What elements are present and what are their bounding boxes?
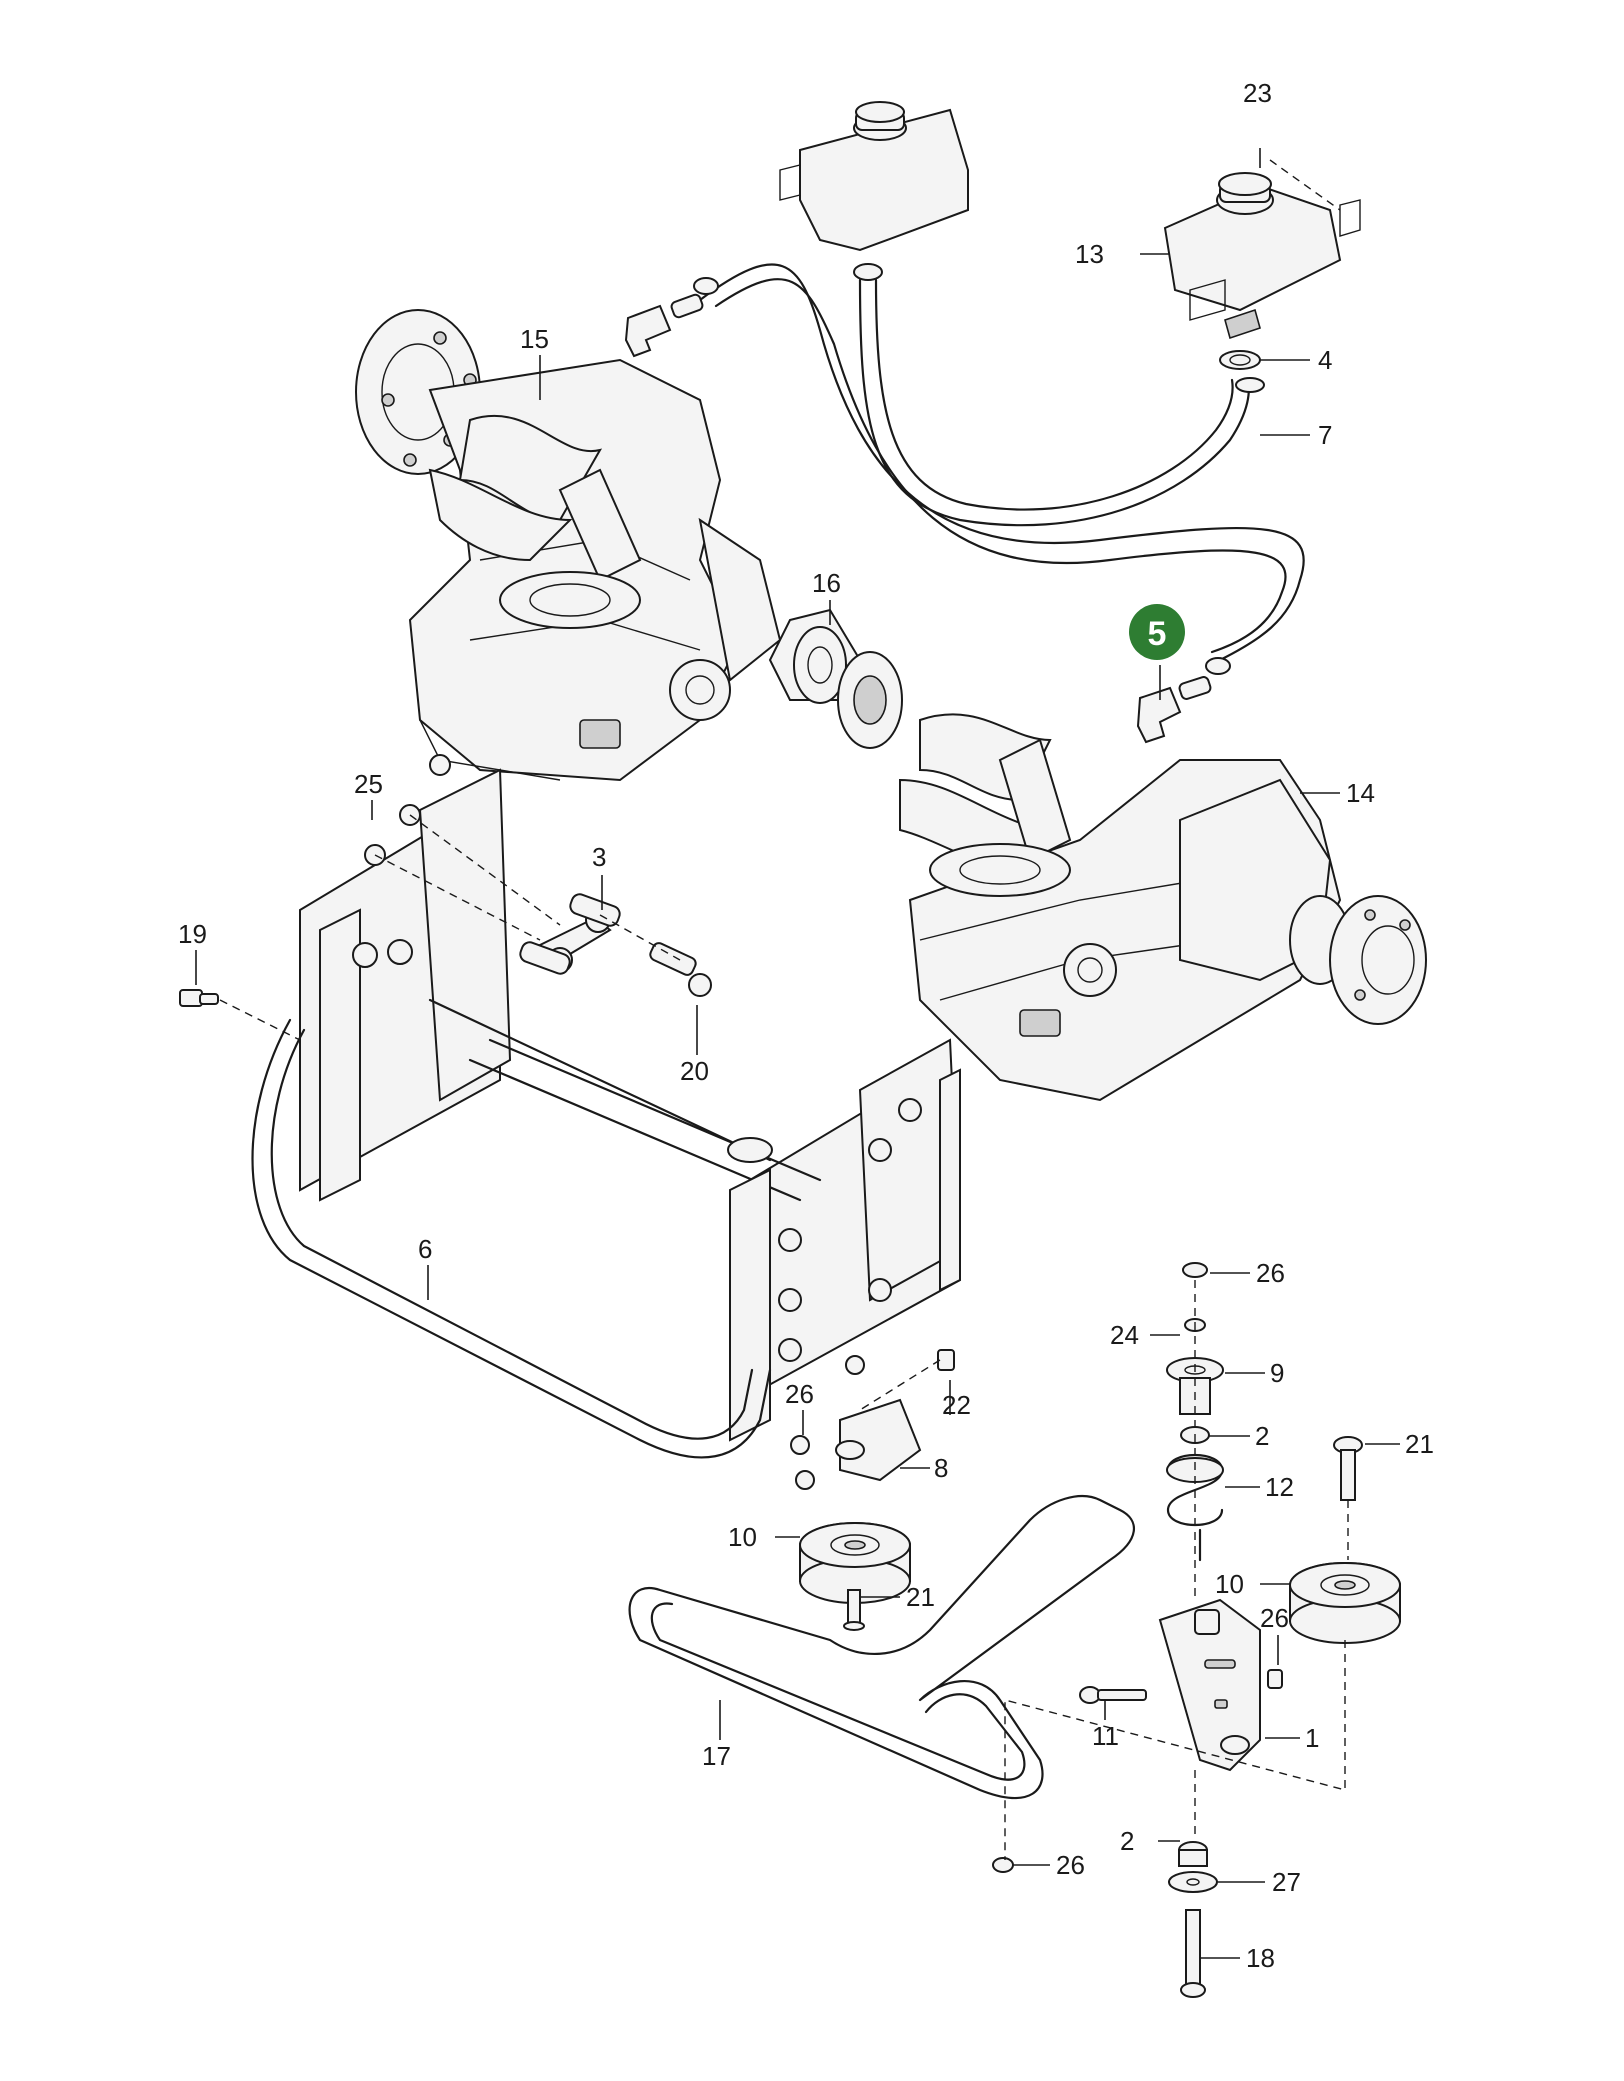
transaxle-15 — [355, 309, 782, 782]
reservoir-tank-left — [779, 101, 969, 281]
callout-labels: 23 13 4 7 15 16 14 25 3 19 20 6 26 22 8 … — [178, 78, 1434, 1973]
callout-19[interactable]: 19 — [178, 919, 207, 949]
transaxle-14 — [899, 713, 1427, 1102]
callout-15[interactable]: 15 — [520, 324, 549, 354]
callout-3[interactable]: 3 — [592, 842, 606, 872]
callout-21a[interactable]: 21 — [1405, 1429, 1434, 1459]
highlight-badge-label: 5 — [1148, 615, 1167, 653]
alignment-lines — [219, 159, 1349, 1860]
callout-22[interactable]: 22 — [942, 1390, 971, 1420]
callout-16[interactable]: 16 — [812, 568, 841, 598]
callout-14[interactable]: 14 — [1346, 778, 1375, 808]
highlight-badge-5[interactable]: 5 — [1129, 604, 1185, 660]
mounting-frame — [299, 754, 962, 1442]
filter-16 — [768, 608, 903, 749]
callout-27[interactable]: 27 — [1272, 1867, 1301, 1897]
callout-8[interactable]: 8 — [934, 1453, 948, 1483]
idler-arm-1 — [1158, 1598, 1283, 1772]
drive-belt-6 — [251, 1018, 772, 1459]
callout-25[interactable]: 25 — [354, 769, 383, 799]
callout-1[interactable]: 1 — [1305, 1723, 1319, 1753]
idler-arm-3 — [364, 804, 712, 997]
callout-21b[interactable]: 21 — [906, 1582, 935, 1612]
callout-13[interactable]: 13 — [1075, 239, 1104, 269]
drive-belt-17 — [628, 1495, 1136, 1800]
callout-17[interactable]: 17 — [702, 1741, 731, 1771]
elbow-fitting-left — [624, 277, 719, 358]
reservoir-tank-13 — [1163, 172, 1361, 340]
bolt-19 — [179, 989, 219, 1007]
callout-20[interactable]: 20 — [680, 1056, 709, 1086]
callout-26c[interactable]: 26 — [1260, 1603, 1289, 1633]
callout-26a[interactable]: 26 — [785, 1379, 814, 1409]
callout-9[interactable]: 9 — [1270, 1358, 1284, 1388]
leader-lines — [195, 148, 1400, 1959]
bottom-stack — [1168, 1841, 1218, 1998]
callout-7[interactable]: 7 — [1318, 420, 1332, 450]
callout-11[interactable]: 11 — [1092, 1721, 1119, 1751]
hose-clamp-4 — [1219, 350, 1265, 393]
elbow-fitting-5 — [1136, 657, 1231, 744]
callout-26d[interactable]: 26 — [1056, 1850, 1085, 1880]
callout-10b[interactable]: 10 — [1215, 1569, 1244, 1599]
nut-26-bottom — [992, 1857, 1014, 1873]
callout-24[interactable]: 24 — [1110, 1320, 1139, 1350]
callout-2b[interactable]: 2 — [1120, 1826, 1134, 1856]
callout-6[interactable]: 6 — [418, 1234, 432, 1264]
hose-assembly — [698, 263, 1305, 662]
callout-26b[interactable]: 26 — [1256, 1258, 1285, 1288]
idler-pulley-10-left — [799, 1522, 911, 1631]
idler-bracket-8 — [790, 1349, 955, 1490]
idler-pulley-10-right — [1289, 1436, 1401, 1644]
callout-18[interactable]: 18 — [1246, 1943, 1275, 1973]
highlight-badge-circle — [1129, 604, 1185, 660]
callout-4[interactable]: 4 — [1318, 345, 1332, 375]
callout-10a[interactable]: 10 — [728, 1522, 757, 1552]
bolt-11 — [1079, 1686, 1147, 1704]
callout-2a[interactable]: 2 — [1255, 1421, 1269, 1451]
callout-23[interactable]: 23 — [1243, 78, 1272, 108]
callout-12[interactable]: 12 — [1265, 1472, 1294, 1502]
